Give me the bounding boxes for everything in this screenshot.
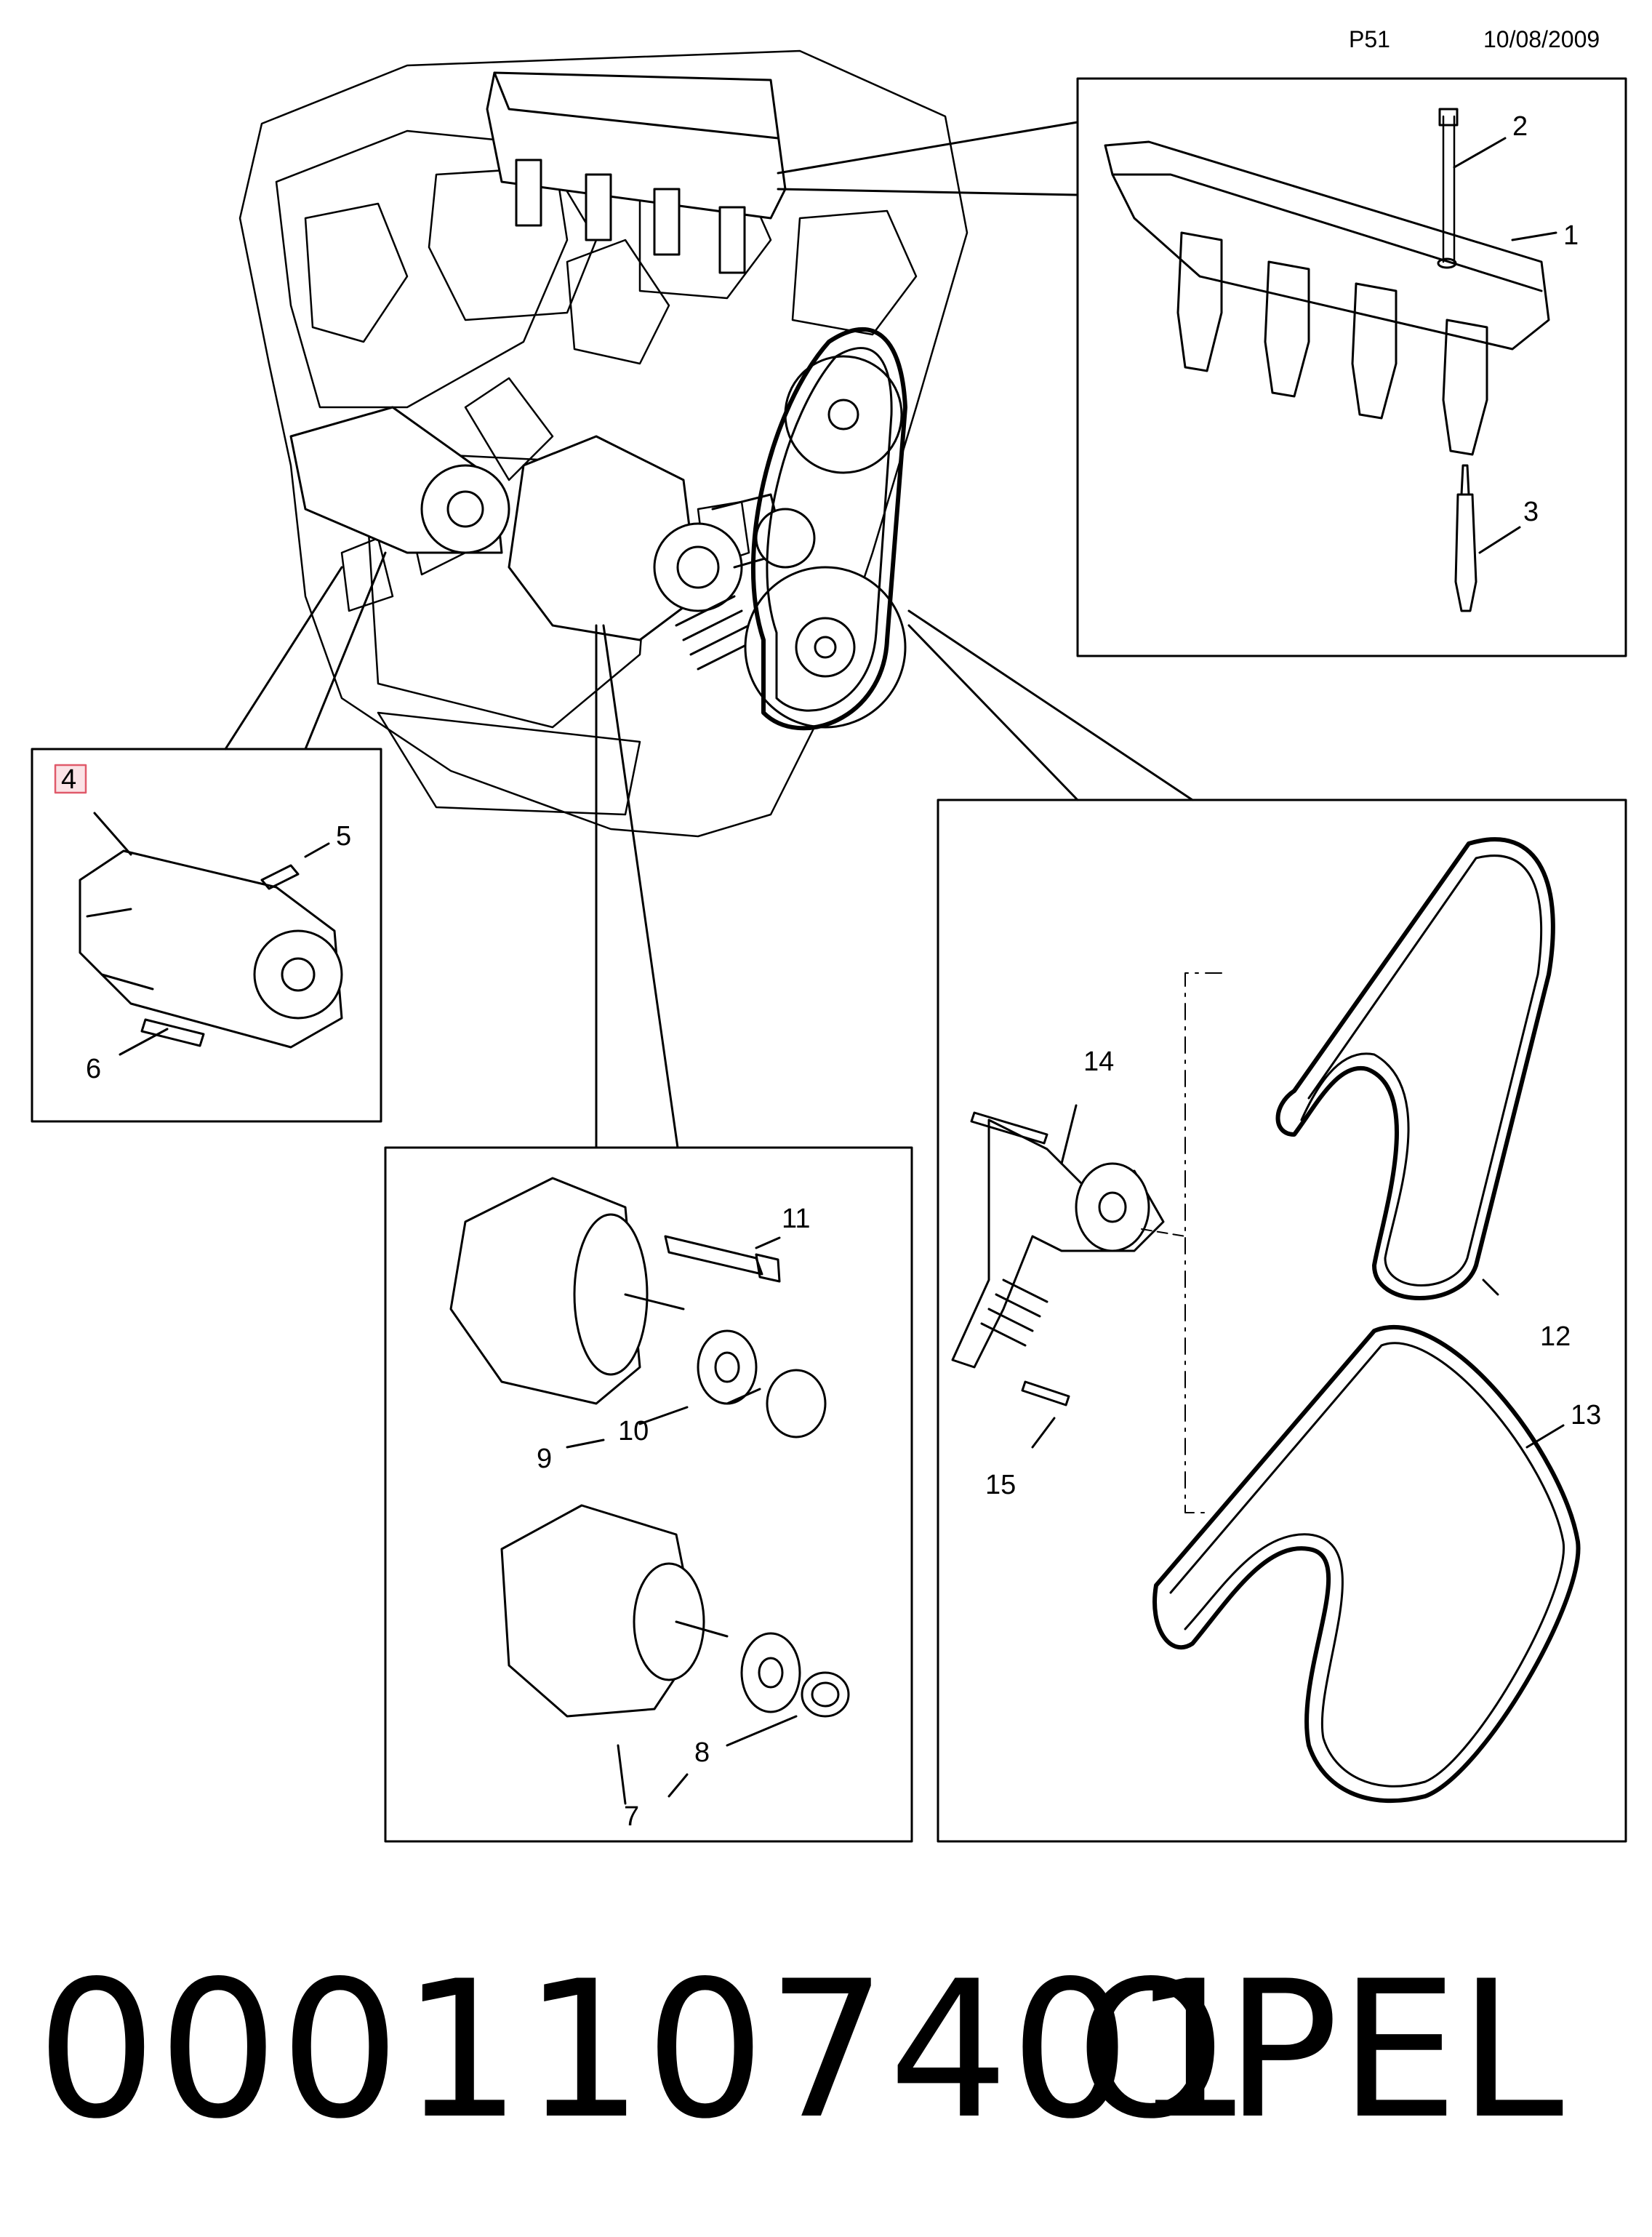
callout-1: 1 (1563, 220, 1579, 251)
highlight-box (54, 764, 87, 794)
callout-3: 3 (1523, 497, 1539, 527)
brand-name: OPEL (1076, 1941, 1564, 2161)
callout-numbers: 1 2 3 4 5 6 7 8 9 10 11 12 13 14 15 (61, 111, 1601, 1832)
callout-13: 13 (1571, 1400, 1601, 1430)
parts-diagram: 1 2 3 4 5 6 7 8 9 10 11 12 13 14 15 (31, 49, 1627, 1843)
callout-10: 10 (618, 1416, 649, 1446)
callout-6: 6 (86, 1054, 101, 1084)
part-number: 0001107401 (36, 1941, 1254, 2161)
callout-11: 11 (782, 1204, 810, 1234)
alternator-on-engine (508, 435, 787, 671)
belt-box (907, 609, 1627, 1843)
alternator-box (384, 624, 913, 1843)
starter-box (31, 551, 387, 1123)
callout-12: 12 (1540, 1321, 1571, 1352)
callout-4: 4 (61, 764, 76, 795)
belt-on-engine (744, 327, 907, 731)
callout-2: 2 (1512, 111, 1528, 142)
starter-on-engine (289, 406, 510, 554)
callout-5: 5 (336, 821, 351, 852)
callout-9: 9 (537, 1444, 552, 1474)
callout-14: 14 (1083, 1047, 1114, 1077)
callout-8: 8 (694, 1737, 710, 1768)
ignition-coil-box (777, 77, 1627, 657)
ignition-coil-on-engine (486, 71, 787, 274)
page-code: P51 (1349, 26, 1390, 52)
callout-15: 15 (985, 1470, 1016, 1500)
page-date: 10/08/2009 (1483, 26, 1600, 52)
callout-7: 7 (624, 1801, 639, 1832)
